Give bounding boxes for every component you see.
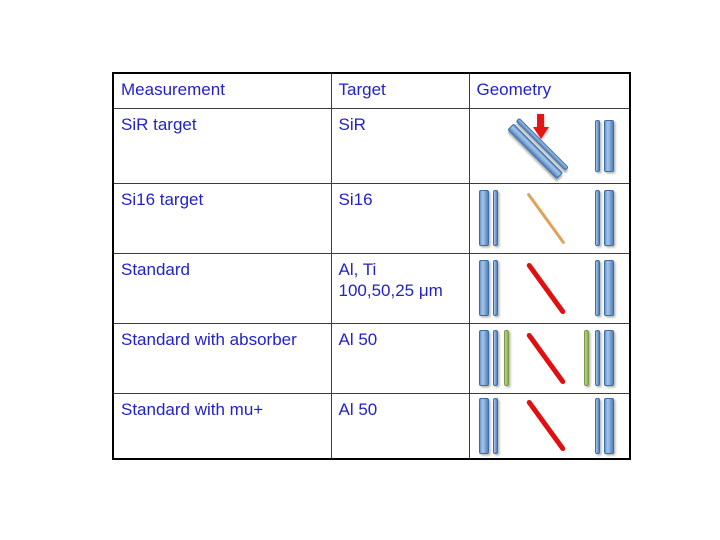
target-cell: SiR: [330, 107, 470, 184]
arrow-head: [532, 126, 549, 139]
track-zone: [515, 258, 577, 318]
detector-bar-thick-icon: [604, 190, 614, 246]
measurement-cell: Standard: [112, 252, 332, 324]
measurement-cell: Si16 target: [112, 182, 332, 254]
detector-bar-thin-icon: [492, 260, 498, 316]
detector-bar-thick-icon: [604, 397, 614, 454]
detector-group-right: [595, 397, 614, 454]
detector-bar-thin-icon: [595, 260, 600, 316]
detector-bar-thick-icon: [478, 260, 489, 316]
geometry-diagram: [470, 324, 629, 392]
geometry-diagram: [470, 394, 629, 458]
table-row: Standard with absorber Al 50: [112, 322, 631, 394]
particle-track-icon: [526, 331, 567, 385]
header-geometry: Geometry: [468, 72, 631, 109]
track-zone: [515, 188, 577, 248]
detector-group-left: [478, 190, 498, 246]
detector-bar-thin-icon: [595, 119, 600, 172]
geometry-cell: [468, 182, 631, 254]
target-cell: Al 50: [330, 392, 470, 460]
geometry-diagram: [470, 109, 629, 182]
detector-group-right: [595, 119, 614, 172]
table-row: Si16 target Si16: [112, 182, 631, 254]
geometry-cell: [468, 322, 631, 394]
detector-bar-thin-icon: [492, 330, 498, 386]
detector-bar-thin-icon: [595, 190, 600, 246]
detector-bar-thick-icon: [604, 260, 614, 316]
measurement-cell: Standard with mu+: [112, 392, 332, 460]
track-zone: [515, 396, 577, 456]
particle-track-icon: [526, 261, 567, 315]
detector-group-right: [595, 190, 614, 246]
target-cell: Al, Ti 100,50,25 μm: [330, 252, 470, 324]
geometry-cell: [468, 392, 631, 460]
header-target: Target: [330, 72, 470, 109]
detector-group-left: [478, 397, 498, 454]
detector-group-left: [478, 330, 511, 386]
detector-bar-thin-icon: [595, 330, 600, 386]
detector-bar-thin-icon: [492, 190, 498, 246]
detector-bar-thick-icon: [604, 119, 614, 172]
particle-track-icon: [526, 399, 567, 453]
detector-group-left: [478, 260, 498, 316]
track-zone: [515, 328, 577, 388]
detector-group-right: [582, 330, 614, 386]
detector-bar-thick-icon: [478, 190, 489, 246]
detector-bar-thick-icon: [478, 397, 489, 454]
table-row: Standard Al, Ti 100,50,25 μm: [112, 252, 631, 324]
measurement-cell: SiR target: [112, 107, 332, 184]
absorber-bar-icon: [584, 330, 589, 386]
particle-track-icon: [526, 192, 566, 244]
beam-down-arrow-icon: [532, 113, 549, 139]
geometry-cell: [468, 107, 631, 184]
table-row: Standard with mu+ Al 50: [112, 392, 631, 460]
measurement-table: Measurement Target Geometry SiR target S…: [112, 72, 631, 460]
detector-bar-thin-icon: [492, 397, 498, 454]
target-cell: Al 50: [330, 322, 470, 394]
measurement-cell: Standard with absorber: [112, 322, 332, 394]
target-cell: Si16: [330, 182, 470, 254]
table-row: SiR target SiR: [112, 107, 631, 184]
header-row: Measurement Target Geometry: [112, 72, 631, 109]
detector-group-right: [595, 260, 614, 316]
geometry-diagram: [470, 254, 629, 322]
header-measurement: Measurement: [112, 72, 332, 109]
detector-bar-thick-icon: [478, 330, 489, 386]
detector-bar-thin-icon: [595, 397, 600, 454]
absorber-bar-icon: [503, 330, 509, 386]
detector-bar-thick-icon: [604, 330, 614, 386]
geometry-diagram: [470, 184, 629, 252]
geometry-cell: [468, 252, 631, 324]
arrow-shaft: [537, 113, 544, 127]
